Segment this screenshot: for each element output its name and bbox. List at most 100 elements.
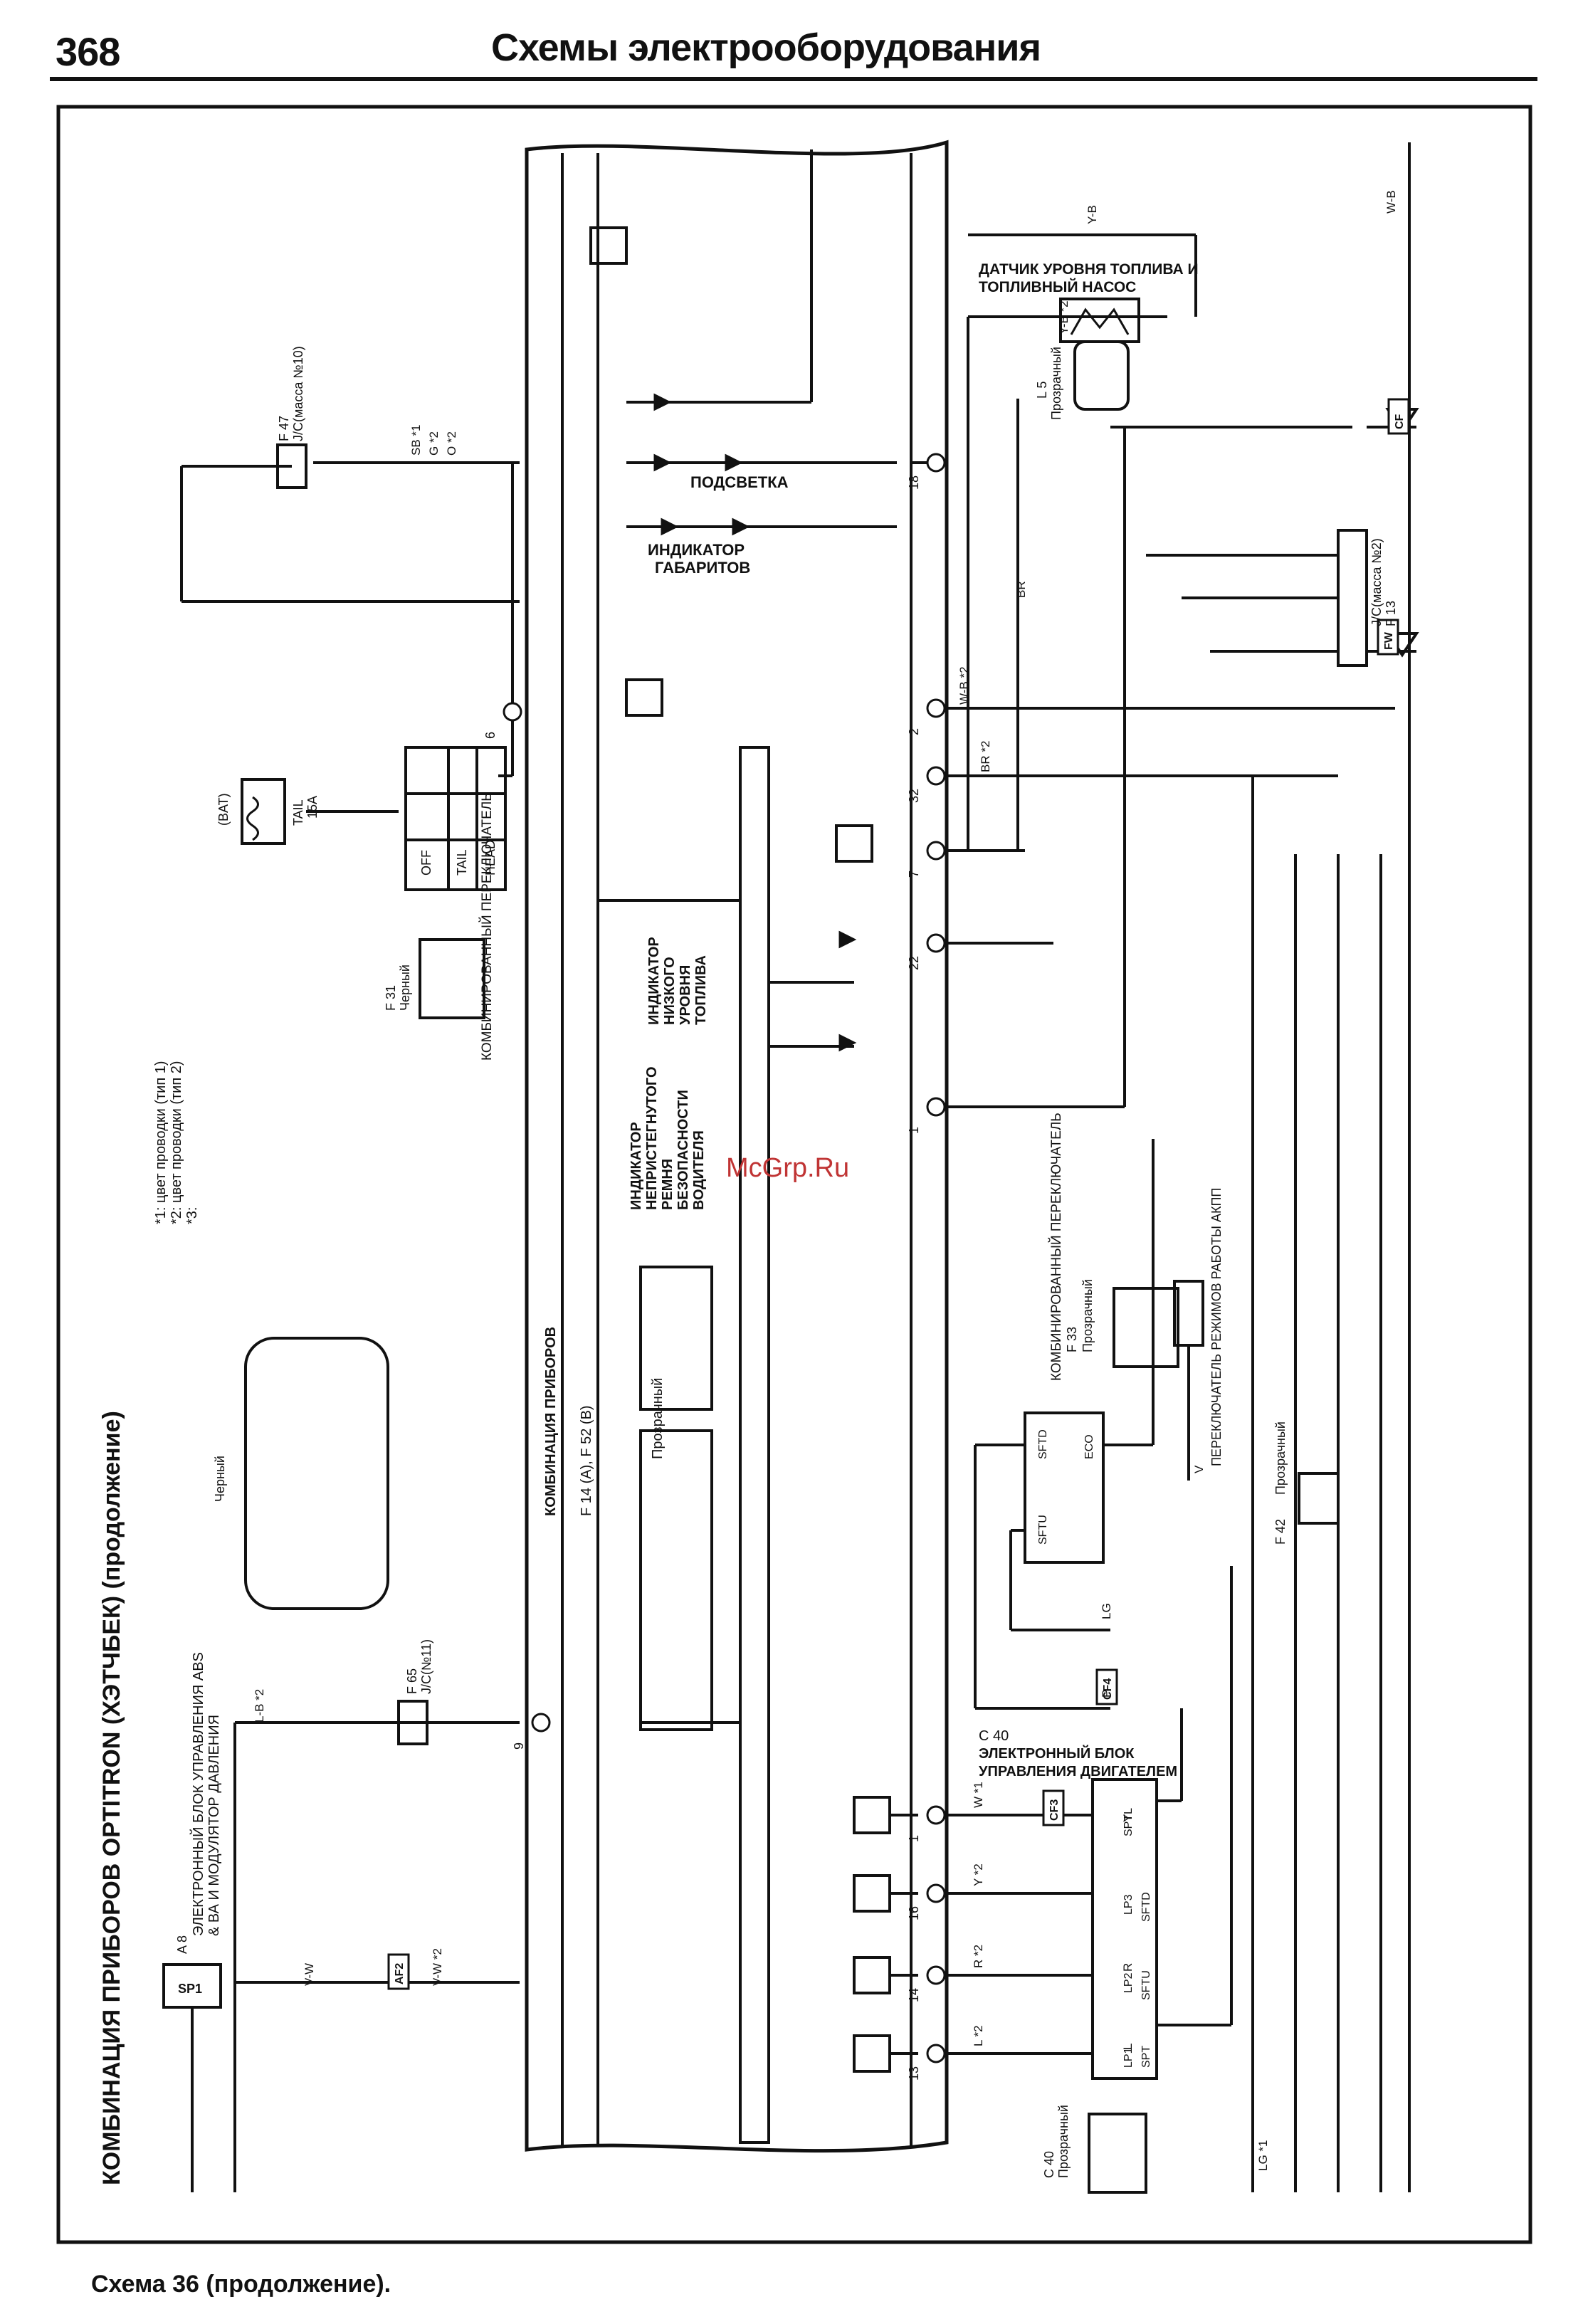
- shift-switch-name: КОМБИНИРОВАННЫЙ ПЕРЕКЛЮЧАТЕЛЬ: [1048, 1113, 1064, 1381]
- jc-11-id: F 65: [405, 1668, 419, 1694]
- wire-color-label: LG *1: [1256, 2140, 1270, 2171]
- wire-color-label: SB *1: [409, 425, 423, 456]
- low-fuel-4: ТОПЛИВА: [693, 955, 709, 1025]
- jc-ground-10-box: [276, 443, 307, 489]
- connector-tag-box: [1387, 398, 1410, 435]
- fuel-sender-label-1: ДАТЧИК УРОВНЯ ТОПЛИВА И: [979, 261, 1199, 278]
- wire-color-label: V-W: [303, 1963, 316, 1986]
- c40-connector: С 40: [1042, 2151, 1056, 2178]
- fuel-sender-connector: L 5: [1035, 382, 1049, 399]
- wire-color-label: L-B *2: [253, 1689, 266, 1723]
- jc-ground-10-id: F 47: [277, 416, 291, 441]
- cluster-pin-number: 16: [907, 1906, 921, 1920]
- watermark: McGrp.Ru: [726, 1153, 850, 1183]
- seatbelt-5: ВОДИТЕЛЯ: [691, 1130, 707, 1210]
- cluster-pin-number: 32: [907, 789, 921, 803]
- wire-color-label: L *2: [972, 2025, 985, 2046]
- light-switch-connector-drawing: [419, 938, 485, 1019]
- cluster-pin-marker: [926, 933, 946, 953]
- cluster-pin-marker: [926, 1097, 946, 1117]
- wire-color-label: R *2: [972, 1945, 985, 1968]
- page-number: 368: [56, 29, 120, 74]
- backlight-label: ПОДСВЕТКА: [690, 473, 789, 491]
- seatbelt-3: РЕМНЯ: [660, 1159, 675, 1210]
- fuse-tail: TAIL: [291, 799, 305, 826]
- ecu-c40-label-1: С 40: [979, 1728, 1009, 1744]
- jc-ground-2-id: F 13: [1384, 601, 1398, 626]
- wire-color-label: V: [1192, 1465, 1206, 1473]
- shift-pin-sftd: SFTD: [1037, 1429, 1049, 1459]
- wire-color-label: W *1: [972, 1782, 985, 1808]
- cluster-block-2: [625, 678, 663, 717]
- akpp-mode-switch-label: ПЕРЕКЛЮЧАТЕЛЬ РЕЖИМОВ РАБОТЫ АКПП: [1209, 1188, 1224, 1466]
- cluster-pin-number: 2: [907, 728, 921, 735]
- light-switch-name: КОМБИНИРОВАННЫЙ ПЕРЕКЛЮЧАТЕЛЬ: [479, 792, 495, 1061]
- cluster-pin-markers: [503, 453, 946, 2063]
- c40-color: Прозрачный: [1056, 2105, 1071, 2178]
- ecu-pin-sptl: SPTL: [1122, 1808, 1135, 1836]
- cluster-block-3: [835, 824, 873, 863]
- wire-color-label: Y-B *2: [1057, 300, 1071, 335]
- low-fuel-3: УРОВНЯ: [678, 965, 693, 1025]
- wire-color-label: BR: [1014, 581, 1028, 598]
- cluster-pin-number: 1: [907, 1127, 921, 1134]
- wire-color-label: L: [1121, 2044, 1135, 2050]
- shift-switch-connector-drawing: [1113, 1287, 1179, 1368]
- cluster-pin-marker: [531, 1713, 551, 1733]
- cluster-block-1: [589, 226, 628, 265]
- ecu-c40-box: [1091, 1778, 1158, 2080]
- fuel-sender-label-2: ТОПЛИВНЫЙ НАСОС: [979, 278, 1136, 295]
- light-switch-connector: F 31: [384, 985, 398, 1011]
- cluster-pin-marker: [926, 1965, 946, 1985]
- connector-tag-box: [1042, 1789, 1065, 1826]
- light-switch-body: [404, 746, 507, 891]
- shift-switch-box: [1024, 1411, 1105, 1564]
- shift-switch-connector: F 33: [1065, 1327, 1079, 1352]
- jc-ground-10: J/C(масса №10): [291, 346, 305, 441]
- light-switch-pos-head: HEAD: [483, 840, 498, 876]
- cluster-label: КОМБИНАЦИЯ ПРИБОРОВ: [543, 1327, 559, 1516]
- abs-ecu-label-2: & ВА И МОДУЛЯТОР ДАВЛЕНИЯ: [206, 1715, 222, 1936]
- connector-tag-box: [387, 1953, 410, 1990]
- wire-color-label: W-B: [1384, 190, 1398, 214]
- fuse-rating: 15A: [305, 796, 320, 819]
- diagram-title: КОМБИНАЦИЯ ПРИБОРОВ OPTITRON (ХЭТЧБЕК) (…: [98, 1411, 125, 2185]
- cluster-connector-color: Прозрачный: [650, 1378, 666, 1459]
- light-switch-pos-off: OFF: [419, 850, 433, 876]
- light-switch-pos-tail: TAIL: [455, 849, 469, 876]
- akpp-connector-drawing: [1298, 1472, 1340, 1525]
- ecu-pin-sftd: SFTD: [1140, 1892, 1152, 1922]
- wire-color-label: LG: [1100, 1603, 1113, 1619]
- cluster-pin-number: 7: [907, 871, 921, 878]
- shift-pin-sftu: SFTU: [1037, 1515, 1049, 1545]
- cluster-pin-marker: [926, 1883, 946, 1903]
- cluster-pin-marker: [926, 698, 946, 718]
- jc-ground-2: J/C(масса №2): [1369, 538, 1384, 626]
- cluster-body: [525, 140, 949, 2153]
- clearance-label-2: ГАБАРИТОВ: [655, 559, 750, 577]
- seatbelt-2: НЕПРИСТЕГНУТОГО: [644, 1066, 660, 1210]
- cluster-pin-number: 14: [907, 1988, 921, 2002]
- note-2: *2: цвет проводки (тип 2): [169, 1061, 184, 1224]
- led-group: [653, 393, 857, 1052]
- low-fuel-1: ИНДИКАТОР: [646, 937, 662, 1025]
- connector-tag-box: [1095, 1668, 1118, 1705]
- fuel-sender-connector-drawing: [1073, 340, 1130, 411]
- cluster-pin-number: 22: [907, 956, 921, 970]
- shift-switch-color: Прозрачный: [1080, 1279, 1095, 1352]
- wire-color-label: R: [1121, 1963, 1135, 1972]
- cluster-connector-drawing-a: [639, 1266, 713, 1411]
- shift-pin-eco: ECO: [1083, 1434, 1095, 1459]
- section-title: Схемы электрооборудования: [491, 26, 1041, 69]
- page-header: 368 Схемы электрооборудования: [0, 0, 1583, 100]
- wire-color-label: Y: [1121, 1814, 1135, 1822]
- abs-ecu-pin: SP1: [178, 1982, 202, 1996]
- cluster-pin-number: 6: [483, 732, 498, 739]
- wire-color-label: G *2: [427, 431, 441, 456]
- akpp-mode-color: Прозрачный: [1273, 1421, 1288, 1495]
- fuel-sender-color: Прозрачный: [1049, 347, 1063, 420]
